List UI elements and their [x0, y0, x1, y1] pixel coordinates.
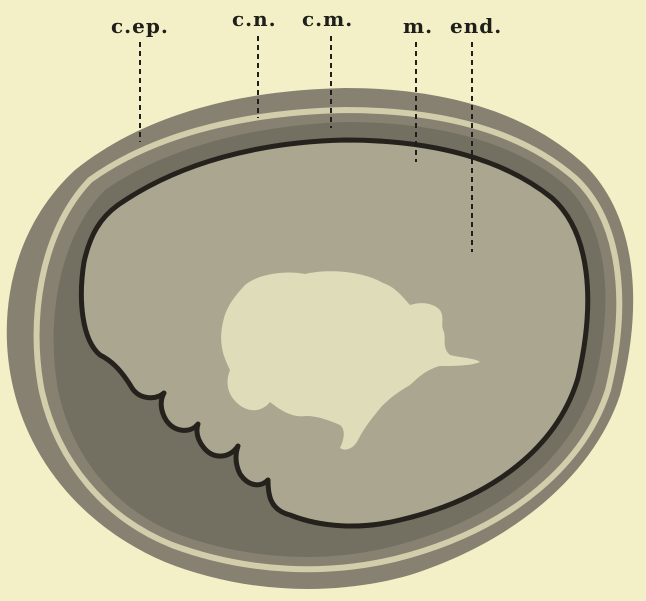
- label-c-n: c.n.: [232, 7, 277, 31]
- label-c-m: c.m.: [302, 7, 353, 31]
- label-end: end.: [450, 14, 502, 38]
- label-c-ep: c.ep.: [111, 14, 169, 38]
- label-m: m.: [403, 14, 433, 38]
